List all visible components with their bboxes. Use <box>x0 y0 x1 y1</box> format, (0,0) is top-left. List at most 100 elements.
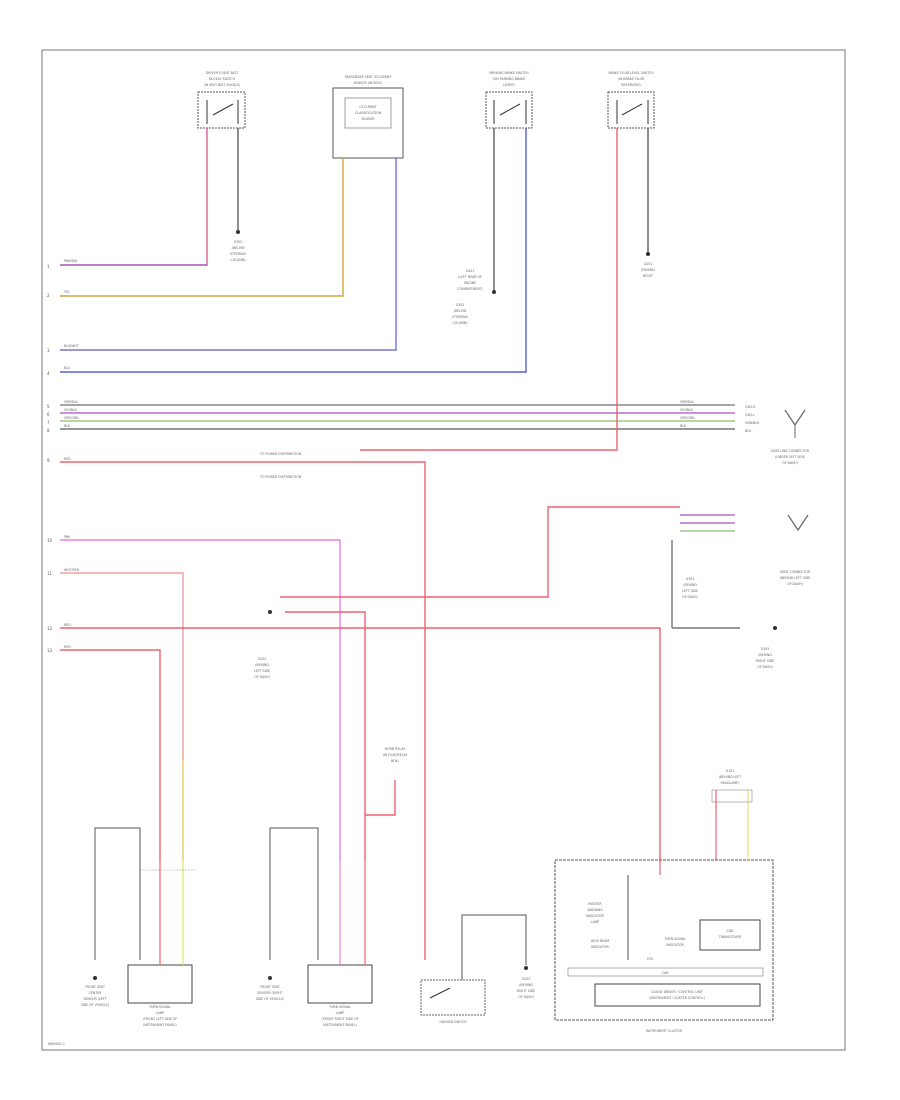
instrument-cluster: CAN TRANSCEIVER CAN GAUGE DRIVER / CONTR… <box>554 859 774 1033</box>
ground-g302: G302 (BELOW STEERING COLUMN) <box>230 128 247 262</box>
pin-13: 13 <box>47 648 53 653</box>
svg-text:SENSOR (RIGHT: SENSOR (RIGHT <box>257 991 282 995</box>
svg-text:HORN RELAY: HORN RELAY <box>385 747 406 751</box>
svg-text:GRY/GRN: GRY/GRN <box>64 416 79 420</box>
dlc-connector: CAN-H CAN-L GRN/BLK BLU DATA LINK CONNEC… <box>682 405 811 669</box>
svg-text:FRONT SEAT: FRONT SEAT <box>85 985 105 989</box>
occupant-sensor-inner-2: CLASSIFICATION <box>355 111 382 115</box>
hazard-switch: G203 (BEHIND RIGHT SIDE OF DASH) HAZARD … <box>420 914 535 1024</box>
pin-4: 4 <box>47 371 50 376</box>
svg-text:INSTRUMENT PANEL): INSTRUMENT PANEL) <box>143 1023 176 1027</box>
wire-pnk <box>60 539 341 860</box>
seatbelt-switch: DRIVER'S SEAT BELT BUCKLE SWITCH (IN SEA… <box>197 71 246 129</box>
svg-text:OF DASH): OF DASH) <box>782 461 798 465</box>
wire-wht-red <box>60 572 184 860</box>
svg-text:G305: G305 <box>761 647 770 651</box>
svg-text:CAN-L: CAN-L <box>745 413 755 417</box>
svg-text:LEFT SIDE: LEFT SIDE <box>254 669 270 673</box>
svg-text:GRY/BLK: GRY/BLK <box>64 400 78 404</box>
svg-text:BLK: BLK <box>680 424 687 428</box>
svg-text:(BEHIND: (BEHIND <box>519 983 533 987</box>
parking-brake-switch: PARKING BRAKE SWITCH (ON PARKING BRAKE L… <box>485 71 533 129</box>
svg-text:COLUMN): COLUMN) <box>230 258 245 262</box>
svg-text:OF DASH): OF DASH) <box>787 582 803 586</box>
svg-text:BLU/WHT: BLU/WHT <box>64 344 79 348</box>
svg-text:G302: G302 <box>234 240 243 244</box>
svg-text:OF DASH): OF DASH) <box>254 675 270 679</box>
svg-text:G401: G401 <box>466 269 475 273</box>
pin-12: 12 <box>47 626 53 631</box>
parking-brake-label-2: (ON PARKING BRAKE <box>493 77 526 81</box>
parking-brake-label-1: PARKING BRAKE SWITCH <box>489 71 529 75</box>
svg-text:GRN/BLK: GRN/BLK <box>745 421 760 425</box>
svg-text:RIGHT SIDE: RIGHT SIDE <box>756 659 774 663</box>
svg-text:GRY/GRN: GRY/GRN <box>680 416 695 420</box>
svg-text:CENTER: CENTER <box>89 991 103 995</box>
svg-text:HEADLAMP): HEADLAMP) <box>721 781 740 785</box>
svg-text:(INSTRUMENT CLUSTER CONTROL): (INSTRUMENT CLUSTER CONTROL) <box>649 996 704 1000</box>
svg-text:BLK: BLK <box>64 424 71 428</box>
svg-text:HAZARD SWITCH: HAZARD SWITCH <box>439 1020 467 1024</box>
svg-text:PNK: PNK <box>64 535 71 539</box>
svg-text:GAUGE DRIVER / CONTROL UNIT: GAUGE DRIVER / CONTROL UNIT <box>651 990 703 994</box>
occupant-sensor-label-2: SENSOR (IN SEAT) <box>354 81 383 85</box>
svg-text:(BEHIND: (BEHIND <box>683 583 697 587</box>
svg-text:RIGHT SIDE: RIGHT SIDE <box>517 989 535 993</box>
wire-red-dlc <box>280 506 680 598</box>
wire-yel <box>60 158 344 297</box>
svg-text:(FRONT RIGHT SIDE OF: (FRONT RIGHT SIDE OF <box>322 1017 359 1021</box>
svg-text:(BEHIND: (BEHIND <box>758 653 772 657</box>
brake-fluid-switch: BRAKE FLUID LEVEL SWITCH (IN BRAKE FLUID… <box>607 71 655 129</box>
svg-text:CAN: CAN <box>662 971 669 975</box>
pin-11: 11 <box>47 571 53 576</box>
svg-text:PNK/BLK: PNK/BLK <box>64 259 78 263</box>
svg-text:JOINT CONNECTOR: JOINT CONNECTOR <box>779 570 811 574</box>
svg-text:COLUMN): COLUMN) <box>452 321 467 325</box>
left-connector-pins: 1 2 3 4 5 6 7 8 9 10 11 12 13 <box>47 264 53 653</box>
svg-text:BOX): BOX) <box>391 759 399 763</box>
ground-g201: G201 (BEHIND RIGHT <box>641 128 655 278</box>
svg-text:TURN SIGNAL: TURN SIGNAL <box>663 937 686 941</box>
svg-text:CAN: CAN <box>727 929 734 933</box>
svg-text:FRONT SEAT: FRONT SEAT <box>260 985 280 989</box>
occupant-sensor-inner-1: OCCUPANT <box>359 105 377 109</box>
pin-2: 2 <box>47 293 50 298</box>
svg-text:G101: G101 <box>726 769 735 773</box>
svg-text:LAMP: LAMP <box>156 1011 165 1015</box>
svg-text:INSTRUMENT PANEL): INSTRUMENT PANEL) <box>323 1023 356 1027</box>
pin-9: 9 <box>47 458 50 463</box>
svg-text:LAMP: LAMP <box>336 1011 345 1015</box>
svg-text:G203: G203 <box>522 977 531 981</box>
pin-10: 10 <box>47 538 53 543</box>
horn-relay: HORN RELAY (IN FUSE/RELAY BOX) <box>383 747 408 763</box>
brake-fluid-label-1: BRAKE FLUID LEVEL SWITCH <box>608 71 654 75</box>
junction-g202: G202 (BEHIND LEFT SIDE OF DASH) <box>254 610 272 679</box>
parking-brake-label-3: LEVER) <box>503 83 514 87</box>
svg-text:(BELOW: (BELOW <box>232 246 246 250</box>
ground-g401: G401 (LEFT REAR OF ENGINE COMPARTMENT) G… <box>452 128 496 325</box>
svg-text:G304: G304 <box>686 577 695 581</box>
occupant-sensor-label-1: PASSENGER SEAT OCCUPANT <box>345 75 392 79</box>
svg-text:BLU: BLU <box>64 366 71 370</box>
pin-8: 8 <box>47 428 50 433</box>
figure-id: W90000-0 <box>48 1042 64 1046</box>
svg-text:SIDE OF VEHICLE): SIDE OF VEHICLE) <box>256 997 285 1001</box>
wire-blu <box>60 128 527 373</box>
svg-text:WHT/RED: WHT/RED <box>64 568 80 572</box>
pin-7: 7 <box>47 420 50 425</box>
wire-blu-wht <box>60 158 397 351</box>
svg-text:VIO/BLK: VIO/BLK <box>64 408 78 412</box>
svg-text:OF DASH): OF DASH) <box>757 665 773 669</box>
pin-5: 5 <box>47 404 50 409</box>
diagram-border <box>41 49 846 1051</box>
svg-text:RED: RED <box>64 645 71 649</box>
svg-text:HIGH BEAM: HIGH BEAM <box>591 939 610 943</box>
svg-text:G303: G303 <box>456 303 465 307</box>
svg-text:(BELOW: (BELOW <box>454 309 468 313</box>
svg-text:(LEFT REAR OF: (LEFT REAR OF <box>458 275 482 279</box>
pin-3: 3 <box>47 348 50 353</box>
wire-red-left2 <box>60 649 161 860</box>
svg-text:SIDE OF VEHICLE): SIDE OF VEHICLE) <box>81 1003 110 1007</box>
svg-text:INDICATOR: INDICATOR <box>586 914 604 918</box>
wire-labels: PNK/BLK YEL BLU/WHT BLU GRY/BLK VIO/BLK … <box>64 259 695 649</box>
